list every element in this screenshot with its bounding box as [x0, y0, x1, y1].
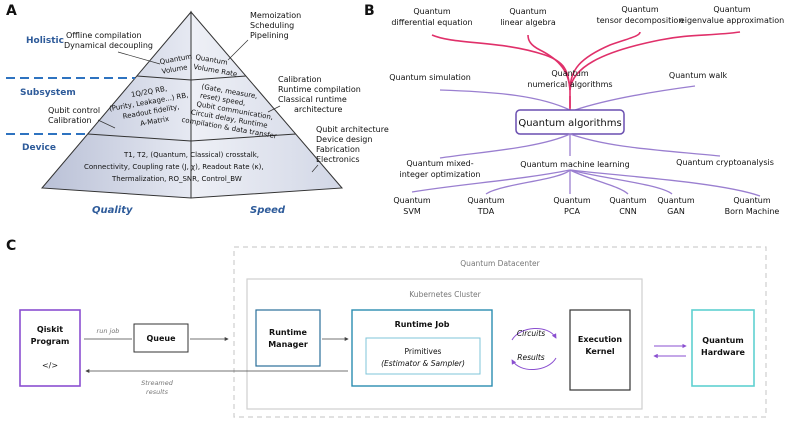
bottom-text-3: Thermalization, RO_SNR, Control_BW — [111, 175, 242, 183]
ml-leaf-tda-1: Quantum — [467, 196, 505, 205]
algorithms-center-label: Quantum algorithms — [518, 118, 621, 129]
leaf-quantum-de-2: differential equation — [391, 18, 472, 27]
node-mixed-integer-1: Quantum mixed- — [406, 159, 473, 168]
panel-label-b: B — [364, 3, 375, 19]
leaf-quantum-de-1: Quantum — [413, 7, 451, 16]
ml-leaf-svm-1: Quantum — [393, 196, 431, 205]
primitives-box — [365, 337, 481, 375]
circuits-arrow — [511, 328, 557, 341]
right-label-calibration: Calibration — [278, 75, 322, 84]
hardware-label-1: Quantum — [702, 336, 743, 345]
left-label-qubit-control: Qubit control — [48, 106, 100, 115]
queue-label: Queue — [146, 334, 176, 343]
right-label-fabrication: Fabrication — [316, 145, 360, 154]
right-label-architecture: architecture — [294, 105, 342, 114]
right-label-memoization: Memoization — [250, 11, 301, 20]
node-quantum-walk: Quantum walk — [669, 71, 728, 80]
ml-leaf-cnn-1: Quantum — [609, 196, 647, 205]
quantum-hardware-box — [691, 309, 755, 387]
primitives-label: Primitives — [405, 347, 442, 356]
qiskit-program-box — [19, 309, 81, 387]
cluster-boundary — [246, 278, 643, 410]
datacenter-label: Quantum Datacenter — [460, 259, 540, 268]
results-label: Results — [517, 353, 545, 362]
axis-label-quality: Quality — [92, 205, 133, 216]
tree-edges-middle — [439, 85, 696, 111]
leaf-quantum-ea-2: eigenvalue approximation — [680, 16, 784, 25]
right-label-scheduling: Scheduling — [250, 21, 294, 30]
primitives-sublabel: (Estimator & Sampler) — [381, 359, 465, 368]
right-label-device-design: Device design — [316, 135, 372, 144]
node-mixed-integer-2: integer optimization — [400, 170, 481, 179]
leader-line — [227, 39, 249, 61]
leaf-quantum-td-1: Quantum — [621, 5, 659, 14]
streamed-label-1: Streamed — [141, 379, 174, 387]
manager-label-2: Manager — [268, 340, 308, 349]
tier-line-top — [136, 75, 247, 81]
leader-line — [311, 164, 319, 173]
level-holistic: Holistic — [26, 36, 64, 46]
left-label-offline-compilation: Offline compilation — [66, 31, 142, 40]
right-label-classical-runtime: Classical runtime — [278, 95, 347, 104]
runtime-job-label: Runtime Job — [395, 320, 450, 329]
tier-line-middle — [87, 133, 297, 142]
panel-label-a: A — [6, 3, 17, 19]
left-label-dynamical-decoupling: Dynamical decoupling — [64, 41, 153, 50]
runtime-manager-box — [255, 309, 321, 367]
right-label-qubit-architecture: Qubit architecture — [316, 125, 389, 134]
ml-leaf-svm-2: SVM — [403, 207, 421, 216]
level-device: Device — [22, 143, 56, 153]
panel-c: C Quantum Datacenter Kubernetes Cluster … — [6, 238, 767, 418]
run-job-label: run job — [97, 327, 120, 335]
level-subsystem: Subsystem — [20, 88, 76, 98]
streamed-label-2: results — [146, 388, 169, 396]
right-label-runtime-compilation: Runtime compilation — [278, 85, 361, 94]
manager-label-1: Runtime — [269, 328, 307, 337]
node-quantum-simulation: Quantum simulation — [389, 73, 471, 82]
program-label-2: Program — [31, 337, 70, 346]
tree-edges-lower — [411, 133, 761, 197]
ml-leaf-tda-2: TDA — [477, 207, 495, 216]
ml-leaf-born-1: Quantum — [733, 196, 771, 205]
leaf-quantum-la-1: Quantum — [509, 7, 547, 16]
axis-label-speed: Speed — [250, 205, 286, 216]
panel-b: B Quantum algorithms — [364, 3, 784, 216]
node-machine-learning: Quantum machine learning — [520, 160, 629, 169]
leaf-quantum-la-2: linear algebra — [500, 18, 556, 27]
queue-box — [133, 323, 189, 353]
execution-kernel-box — [569, 309, 631, 391]
hardware-label-2: Hardware — [701, 348, 746, 357]
node-numerical-2: numerical algorithms — [527, 80, 612, 89]
datacenter-boundary — [233, 246, 767, 418]
ml-leaf-born-2: Born Machine — [725, 207, 780, 216]
bottom-text-2: Connectivity, Coupling rate (J, χ), Read… — [84, 163, 264, 171]
right-label-electronics: Electronics — [316, 155, 360, 164]
bottom-text-1: T1, T2, (Quantum, Classical) crosstalk, — [123, 151, 259, 159]
ml-leaf-gan-2: GAN — [667, 207, 685, 216]
leaf-quantum-ea-1: Quantum — [713, 5, 751, 14]
ml-leaf-gan-1: Quantum — [657, 196, 695, 205]
ml-leaf-pca-2: PCA — [564, 207, 580, 216]
pyramid-right-face — [190, 10, 344, 199]
leader-line — [267, 105, 281, 113]
left-label-calibration: Calibration — [48, 116, 92, 125]
ml-leaf-pca-1: Quantum — [553, 196, 591, 205]
leaf-quantum-td-2: tensor decomposition — [597, 16, 684, 25]
kernel-label-2: Kernel — [585, 347, 615, 356]
code-icon: </> — [42, 361, 58, 370]
results-arrow — [511, 357, 557, 370]
kernel-label-1: Execution — [578, 335, 623, 344]
panel-label-c: C — [6, 238, 16, 254]
program-label-1: Qiskit — [37, 325, 63, 334]
leader-line — [97, 119, 116, 129]
circuits-label: Circuits — [517, 329, 545, 338]
node-numerical-1: Quantum — [551, 69, 589, 78]
cluster-label: Kubernetes Cluster — [409, 290, 481, 299]
ml-leaf-cnn-2: CNN — [619, 207, 637, 216]
node-cryptoanalysis: Quantum cryptoanalysis — [676, 158, 774, 167]
panel-a: A Holistic Subsystem Device Offline comp… — [6, 3, 389, 216]
right-label-pipelining: Pipelining — [250, 31, 289, 40]
leader-line — [117, 51, 161, 65]
